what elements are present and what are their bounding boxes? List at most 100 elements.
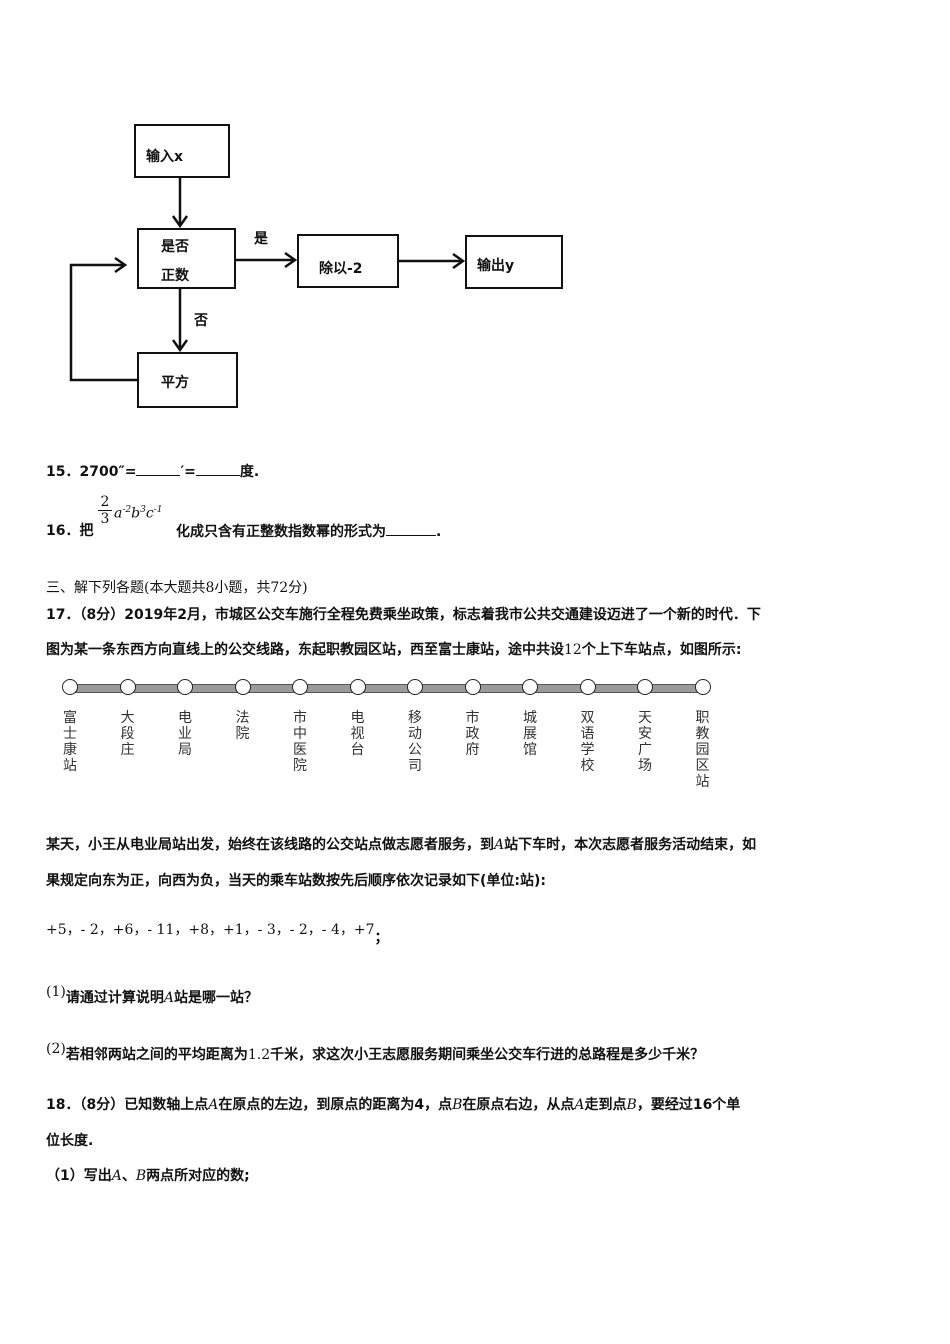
- q17-line2b: 个上下车站点，如图所示:: [581, 642, 742, 658]
- q18-sub1a: （1）写出: [46, 1168, 112, 1184]
- q18-line1e: ，要经过16个单: [636, 1097, 741, 1113]
- q18-var-a: A: [208, 1097, 219, 1113]
- q18-line1a: 18．（8分）已知数轴上点: [46, 1097, 209, 1113]
- input-box: 输入x: [134, 124, 230, 178]
- question-15: 15．2700″= ′= 度.: [46, 461, 259, 482]
- station-name: 职教园区站: [695, 710, 710, 790]
- input-label: 输入x: [146, 149, 184, 165]
- q15-blank-1[interactable]: [136, 461, 181, 476]
- station-name: 大段庄: [120, 710, 135, 758]
- q17-line-4: 果规定向东为正，向西为负，当天的乘车站数按先后顺序依次记录如下(单位:站):: [46, 873, 546, 889]
- q18-sub1-var-b: B: [135, 1168, 147, 1184]
- q17-var-a: A: [494, 837, 505, 853]
- decision-label-line1: 是否: [161, 239, 189, 255]
- q17-line3b: 站下车时，本次志愿者服务活动结束，如: [504, 837, 757, 853]
- section-3-title: 三、解下列各题(本大题共8小题，共72分): [46, 580, 308, 596]
- divide-box: 除以-2: [297, 234, 399, 288]
- q18-sub1-var-a: A: [111, 1168, 122, 1184]
- q17-station-count: 12: [564, 642, 582, 658]
- q16-prefix: 16．把: [46, 523, 94, 539]
- station-name: 市中医院: [293, 710, 307, 774]
- q17-sub2b: 千米，求这次小王志愿服务期间乘坐公交车行进的总路程是多少千米？: [270, 1047, 705, 1063]
- station-name: 城展馆: [523, 710, 537, 758]
- q17-sub-2: (2)若相邻两站之间的平均距离为1.2千米，求这次小王志愿服务期间乘坐公交车行进…: [46, 1041, 705, 1065]
- q15-blank-2[interactable]: [195, 461, 240, 476]
- q17-sub1-var: A: [163, 990, 174, 1006]
- q15-text-a: 15．2700″=: [46, 464, 137, 480]
- divide-label: 除以-2: [319, 261, 363, 277]
- q16-exp-a: -2: [122, 505, 132, 515]
- station-name: 移动公司: [408, 710, 422, 774]
- q18-line1d: 走到点: [584, 1097, 627, 1113]
- q18-line1c: 在原点右边，从点: [462, 1097, 575, 1113]
- q17-sub2a: 若相邻两站之间的平均距离为: [65, 1047, 248, 1063]
- station-circle: [407, 679, 423, 695]
- station-circle: [177, 679, 193, 695]
- arrowhead-loop: [114, 256, 128, 274]
- station-circle: [579, 679, 596, 695]
- q17-sub-1: (1)请通过计算说明A站是哪一站？: [46, 984, 258, 1008]
- square-box: 平方: [137, 352, 238, 408]
- q16-fraction-num: 2: [100, 494, 110, 510]
- no-label: 否: [194, 313, 208, 329]
- station-circle: [234, 679, 251, 695]
- q17-sub1a: 请通过计算说明: [65, 990, 164, 1006]
- loop-back-line: [69, 263, 137, 382]
- q18-line-1: 18．（8分）已知数轴上点A在原点的左边，到原点的距离为4，点B在原点右边，从点…: [46, 1095, 740, 1115]
- q17-sub1b: 站是哪一站？: [173, 990, 258, 1006]
- arrowhead-yes: [284, 251, 298, 269]
- q18-var-b2: B: [626, 1097, 637, 1113]
- q16-blank[interactable]: [386, 521, 436, 536]
- q16-var-b: b: [131, 505, 141, 522]
- q17-record-end: ；: [374, 930, 389, 946]
- station-circle: [349, 679, 366, 695]
- q18-line-2: 位长度.: [46, 1133, 94, 1149]
- q17-line-2: 图为某一条东西方向直线上的公交线路，东起职教园区站，西至富士康站，途中共设12个…: [46, 640, 741, 660]
- output-label: 输出y: [477, 258, 515, 274]
- q16-suffix-line: 化成只含有正整数指数幂的形式为.: [176, 521, 441, 542]
- route-bar: [70, 684, 700, 693]
- station-circle: [694, 679, 711, 695]
- station-circle: [637, 679, 653, 695]
- q15-text-c: 度.: [239, 464, 260, 480]
- q15-text-b: ′=: [180, 464, 196, 480]
- station-name: 双语学校: [580, 710, 595, 774]
- station-name: 富士康站: [63, 710, 77, 774]
- q16-var-c: c: [145, 505, 154, 522]
- station-name: 天安广场: [638, 710, 652, 774]
- q17-line-3: 某天，小王从电业局站出发，始终在该线路的公交站点做志愿者服务，到A站下车时，本次…: [46, 835, 756, 855]
- q17-line3a: 某天，小王从电业局站出发，始终在该线路的公交站点做志愿者服务，到: [46, 837, 494, 853]
- q18-sub1b: 两点所对应的数;: [146, 1168, 250, 1184]
- q18-var-a2: A: [574, 1097, 585, 1113]
- station-circle: [292, 679, 308, 695]
- q17-line-1: 17．（8分）2019年2月，市城区公交车施行全程免费乘坐政策，标志着我市公共交…: [46, 607, 761, 623]
- station-name: 电业局: [178, 710, 192, 758]
- q16-suffix: 化成只含有正整数指数幂的形式为: [176, 524, 386, 540]
- arrowhead-no: [171, 339, 189, 353]
- q17-record: +5，- 2，+6，- 11，+8，+1，- 3，- 2，- 4，+7；: [46, 920, 389, 946]
- q16-exp-b: 3: [140, 505, 146, 515]
- q18-sub-1: （1）写出A、B两点所对应的数;: [46, 1166, 250, 1186]
- station-circle: [62, 679, 78, 695]
- q16-fraction-den: 3: [98, 510, 112, 527]
- square-label: 平方: [161, 375, 189, 391]
- station-name: 电视台: [350, 710, 365, 758]
- arrowhead-output: [452, 252, 466, 270]
- station-circle: [119, 679, 136, 695]
- q17-sub1-num: (1): [46, 984, 66, 1000]
- q16-fraction: 2 3: [98, 494, 112, 527]
- q18-var-b: B: [452, 1097, 463, 1113]
- yes-label: 是: [254, 231, 268, 247]
- q17-record-values: +5，- 2，+6，- 11，+8，+1，- 3，- 2，- 4，+7: [46, 922, 375, 938]
- q17-line2a: 图为某一条东西方向直线上的公交线路，东起职教园区站，西至富士康站，途中共设: [46, 642, 564, 658]
- decision-box: 是否 正数: [137, 228, 236, 289]
- q16-end: .: [436, 524, 442, 540]
- station-name: 市政府: [465, 710, 480, 758]
- flowchart-arrows: [69, 178, 466, 382]
- output-box: 输出y: [465, 235, 563, 289]
- q17-sub2-num: (2): [46, 1041, 66, 1057]
- q16-var-a: a: [114, 505, 123, 522]
- decision-label-line2: 正数: [161, 268, 189, 284]
- station-circle: [464, 679, 481, 695]
- station-name: 法院: [235, 710, 250, 742]
